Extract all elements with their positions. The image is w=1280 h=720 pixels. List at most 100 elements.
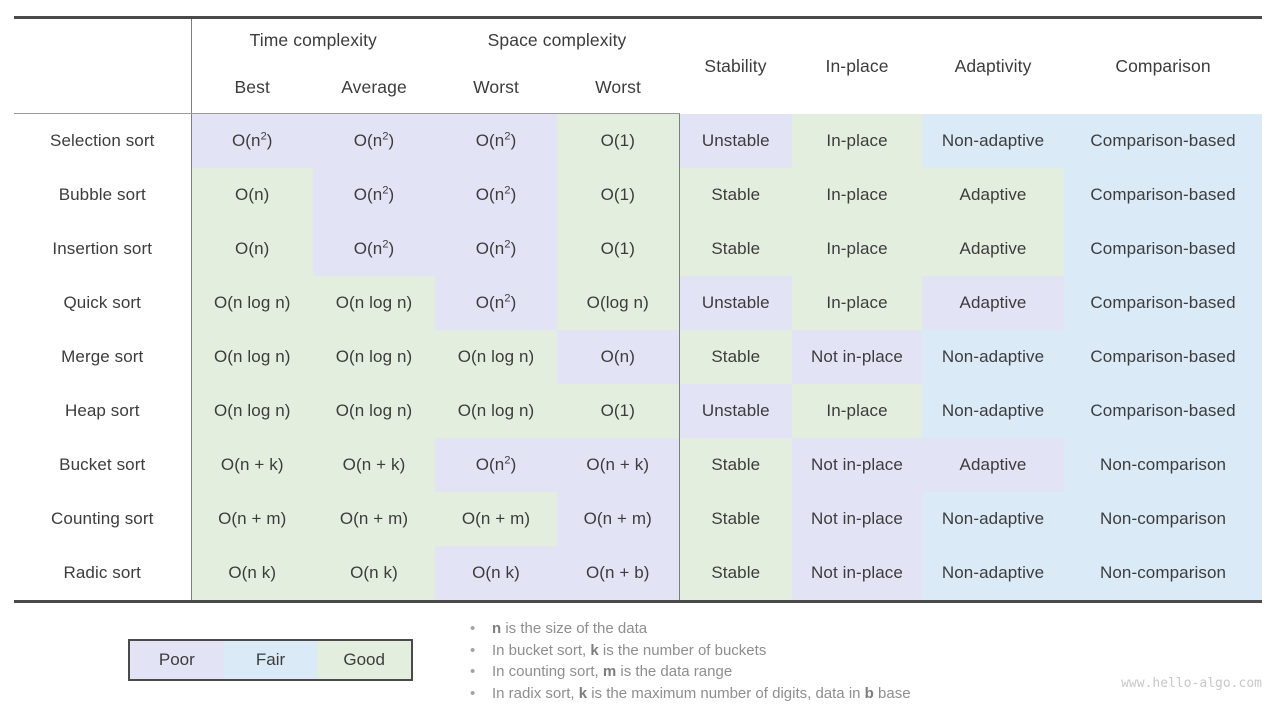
- header-stability: Stability: [679, 16, 793, 114]
- header-time-complexity: Time complexity: [191, 16, 436, 61]
- header-group-row: Time complexity Space complexity Stabili…: [14, 16, 1263, 114]
- cell-adaptivity: Adaptive: [922, 276, 1065, 330]
- header-space-worst: Worst: [557, 61, 680, 114]
- cell-time-average: O(n + k): [313, 438, 436, 492]
- cell-space-worst: O(1): [557, 113, 680, 168]
- cell-time-worst: O(n2): [435, 222, 558, 276]
- cell-time-worst: O(n2): [435, 276, 558, 330]
- cell-time-worst: O(n log n): [435, 330, 558, 384]
- cell-in-place: Not in-place: [792, 330, 923, 384]
- cell-space-worst: O(1): [557, 384, 680, 438]
- footnotes-list: • n is the size of the data • In bucket sor…: [470, 618, 1070, 704]
- cell-adaptivity: Non-adaptive: [922, 384, 1065, 438]
- footnote-item: • n is the size of the data: [470, 618, 1070, 640]
- cell-algorithm-name: Bucket sort: [14, 438, 192, 492]
- cell-time-best: O(n + k): [191, 438, 313, 492]
- cell-adaptivity: Non-adaptive: [922, 492, 1065, 546]
- cell-in-place: In-place: [792, 222, 923, 276]
- cell-adaptivity: Adaptive: [922, 222, 1065, 276]
- cell-comparison: Comparison-based: [1064, 113, 1263, 168]
- header-average: Average: [313, 61, 436, 114]
- cell-space-worst: O(n + k): [557, 438, 680, 492]
- footnote-text: n is the size of the data: [492, 620, 648, 637]
- cell-algorithm-name: Merge sort: [14, 330, 192, 384]
- cell-time-average: O(n2): [313, 113, 436, 168]
- cell-space-worst: O(log n): [557, 276, 680, 330]
- footnote-text: In counting sort, m is the data range: [492, 663, 733, 680]
- cell-time-worst: O(n2): [435, 168, 558, 222]
- cell-time-average: O(n log n): [313, 276, 436, 330]
- cell-time-best: O(n k): [191, 546, 313, 603]
- bullet-icon: •: [470, 641, 476, 659]
- cell-time-average: O(n2): [313, 222, 436, 276]
- cell-time-best: O(n log n): [191, 384, 313, 438]
- footnote-item: • In bucket sort, k is the number of buck…: [470, 640, 1070, 662]
- cell-time-worst: O(n2): [435, 113, 558, 168]
- cell-adaptivity: Adaptive: [922, 168, 1065, 222]
- header-worst: Worst: [435, 61, 558, 114]
- cell-adaptivity: Non-adaptive: [922, 330, 1065, 384]
- cell-space-worst: O(1): [557, 222, 680, 276]
- cell-stability: Stable: [679, 546, 793, 603]
- cell-in-place: In-place: [792, 168, 923, 222]
- header-best: Best: [191, 61, 313, 114]
- cell-space-worst: O(n + b): [557, 546, 680, 603]
- cell-time-worst: O(n + m): [435, 492, 558, 546]
- cell-algorithm-name: Counting sort: [14, 492, 192, 546]
- cell-time-average: O(n log n): [313, 330, 436, 384]
- legend-cell-poor: Poor: [130, 641, 224, 679]
- cell-algorithm-name: Radic sort: [14, 546, 192, 603]
- cell-time-average: O(n + m): [313, 492, 436, 546]
- cell-comparison: Non-comparison: [1064, 546, 1263, 603]
- cell-algorithm-name: Bubble sort: [14, 168, 192, 222]
- cell-algorithm-name: Selection sort: [14, 113, 192, 168]
- table-header: Time complexity Space complexity Stabili…: [14, 16, 1263, 114]
- cell-adaptivity: Adaptive: [922, 438, 1065, 492]
- cell-algorithm-name: Quick sort: [14, 276, 192, 330]
- cell-in-place: Not in-place: [792, 438, 923, 492]
- comparison-table: Time complexity Space complexity Stabili…: [14, 16, 1263, 603]
- bullet-icon: •: [470, 620, 476, 637]
- cell-time-best: O(n): [191, 168, 313, 222]
- cell-time-average: O(n k): [313, 546, 436, 603]
- legend-cell-good: Good: [317, 641, 412, 679]
- cell-stability: Stable: [679, 222, 793, 276]
- comparison-table-container: Time complexity Space complexity Stabili…: [14, 16, 1263, 603]
- cell-comparison: Comparison-based: [1064, 168, 1263, 222]
- header-sub-row: Best Average Worst Worst: [14, 61, 1262, 114]
- cell-time-average: O(n2): [313, 168, 436, 222]
- cell-time-best: O(n): [191, 222, 313, 276]
- cell-in-place: In-place: [792, 384, 923, 438]
- cell-space-worst: O(1): [557, 168, 680, 222]
- cell-in-place: Not in-place: [792, 492, 923, 546]
- cell-comparison: Non-comparison: [1064, 438, 1263, 492]
- cell-in-place: In-place: [792, 276, 923, 330]
- cell-comparison: Comparison-based: [1064, 276, 1263, 330]
- cell-time-worst: O(n log n): [435, 384, 558, 438]
- cell-stability: Stable: [679, 438, 793, 492]
- cell-comparison: Comparison-based: [1064, 330, 1263, 384]
- footnote-item: •In radix sort, k is the maximum number …: [470, 683, 1070, 705]
- bullet-icon: •: [470, 663, 476, 680]
- cell-comparison: Non-comparison: [1064, 492, 1263, 546]
- header-space-complexity: Space complexity: [435, 16, 680, 61]
- bullet-icon: •: [470, 684, 476, 702]
- cell-comparison: Comparison-based: [1064, 384, 1263, 438]
- header-comparison: Comparison: [1064, 16, 1263, 114]
- cell-adaptivity: Non-adaptive: [922, 546, 1065, 603]
- cell-stability: Unstable: [679, 113, 793, 168]
- cell-stability: Stable: [679, 492, 793, 546]
- header-algorithm: [14, 61, 192, 114]
- footnote-text: In bucket sort, k is the number of bucke…: [492, 641, 767, 659]
- cell-time-average: O(n log n): [313, 384, 436, 438]
